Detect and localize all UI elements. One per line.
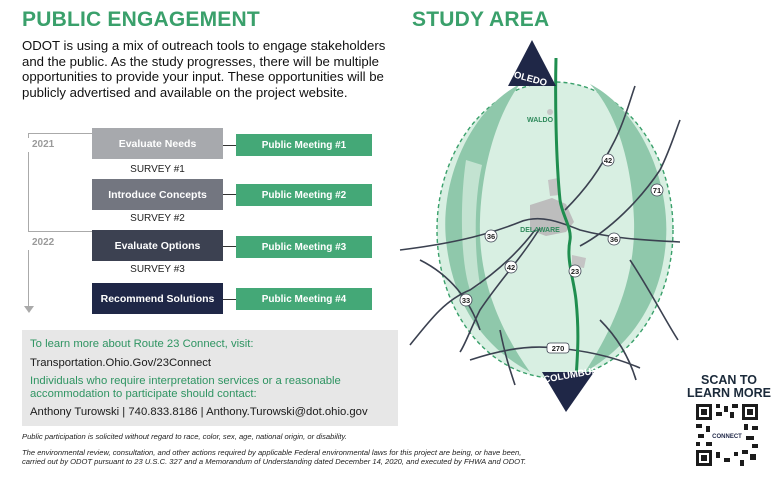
interpretation-text-2: accommodation to participate should cont… — [30, 388, 257, 400]
timeline-line-bottom — [28, 250, 29, 308]
footnote-nondiscrimination: Public participation is solicited withou… — [22, 432, 347, 441]
route-42-north-label: 42 — [604, 156, 612, 165]
survey-3: SURVEY #3 — [130, 264, 185, 275]
route-71-label: 71 — [653, 186, 661, 195]
route-42-north-shield — [601, 153, 615, 167]
timeline-line-mid — [28, 152, 29, 232]
route-42-south-label: 42 — [507, 263, 515, 272]
connector-4 — [223, 299, 236, 300]
study-area-map: 42 71 36 36 42 23 33 270 TOLEDO COLUMBUS… — [399, 40, 681, 412]
route-42-north-road — [564, 85, 636, 211]
route-42-south-shield — [504, 260, 518, 274]
timeline-tick-2021 — [28, 133, 92, 134]
footnote-environmental-2: carried out by ODOT pursuant to 23 U.S.C… — [22, 457, 527, 466]
timeline-tick-2022 — [28, 231, 92, 232]
engagement-title: PUBLIC ENGAGEMENT — [22, 8, 260, 31]
timeline-arrow-icon — [24, 306, 34, 313]
urban-area-north — [548, 178, 560, 196]
public-meeting-3: Public Meeting #3 — [236, 236, 372, 258]
route-23-road — [554, 57, 580, 379]
route-71-shield — [650, 183, 664, 197]
learn-more-text: To learn more about Route 23 Connect, vi… — [30, 338, 254, 350]
route-270-label: 270 — [552, 344, 565, 353]
study-area-band-inner-west — [461, 160, 482, 290]
study-area-band-east — [585, 84, 667, 372]
public-meeting-2: Public Meeting #2 — [236, 184, 372, 206]
road-southeast — [599, 319, 637, 381]
delaware-label: DELAWARE — [520, 227, 560, 234]
qr-code-icon[interactable]: CONNECT — [694, 402, 760, 468]
interpretation-text-1: Individuals who require interpretation s… — [30, 375, 341, 387]
survey-1: SURVEY #1 — [130, 164, 185, 175]
road-southwest — [499, 329, 516, 386]
road-east-2 — [629, 259, 679, 341]
contact-box: To learn more about Route 23 Connect, vi… — [22, 330, 398, 426]
qr-logo-text: CONNECT — [712, 434, 742, 440]
route-36-east-label: 36 — [610, 235, 618, 244]
route-71-road — [579, 119, 681, 247]
route-36-east-shield — [607, 232, 621, 246]
step-evaluate-options: Evaluate Options — [92, 230, 223, 261]
project-website-link[interactable]: Transportation.Ohio.Gov/23Connect — [30, 357, 212, 369]
route-33-label: 33 — [462, 296, 470, 305]
route-23-label: 23 — [571, 267, 579, 276]
route-270-shield — [546, 342, 570, 354]
survey-2: SURVEY #2 — [130, 213, 185, 224]
route-36-road — [399, 217, 681, 251]
timeline-line-top — [28, 133, 29, 138]
route-42-south-road — [459, 227, 541, 353]
road-west-2 — [419, 259, 481, 331]
south-arrow-icon — [542, 372, 594, 412]
route-33-road — [409, 229, 536, 346]
scan-cta: SCAN TO LEARN MORE — [684, 374, 774, 400]
step-introduce-concepts: Introduce Concepts — [92, 179, 223, 210]
step-recommend-solutions: Recommend Solutions — [92, 283, 223, 314]
waldo-marker — [547, 109, 553, 115]
scan-line-1: SCAN TO — [700, 373, 758, 387]
route-36-west-label: 36 — [487, 232, 495, 241]
waldo-label: WALDO — [527, 117, 554, 124]
public-meeting-4: Public Meeting #4 — [236, 288, 372, 310]
year-2022: 2022 — [32, 237, 55, 248]
route-23-shield — [568, 264, 582, 278]
footnote-environmental-1: The environmental review, consultation, … — [22, 448, 522, 457]
connector-2 — [223, 194, 236, 195]
route-33-shield — [459, 293, 473, 307]
public-meeting-1: Public Meeting #1 — [236, 134, 372, 156]
connector-3 — [223, 246, 236, 247]
road-network — [399, 85, 681, 386]
scan-line-2: LEARN MORE — [686, 386, 772, 400]
route-36-west-shield — [484, 229, 498, 243]
contact-person: Anthony Turowski | 740.833.8186 | Anthon… — [30, 406, 368, 418]
engagement-intro: ODOT is using a mix of outreach tools to… — [22, 38, 386, 100]
north-arrow-icon — [508, 40, 556, 86]
study-area-title: STUDY AREA — [412, 8, 550, 31]
year-2021: 2021 — [32, 139, 55, 150]
connector-1 — [223, 145, 236, 146]
step-evaluate-needs: Evaluate Needs — [92, 128, 223, 159]
